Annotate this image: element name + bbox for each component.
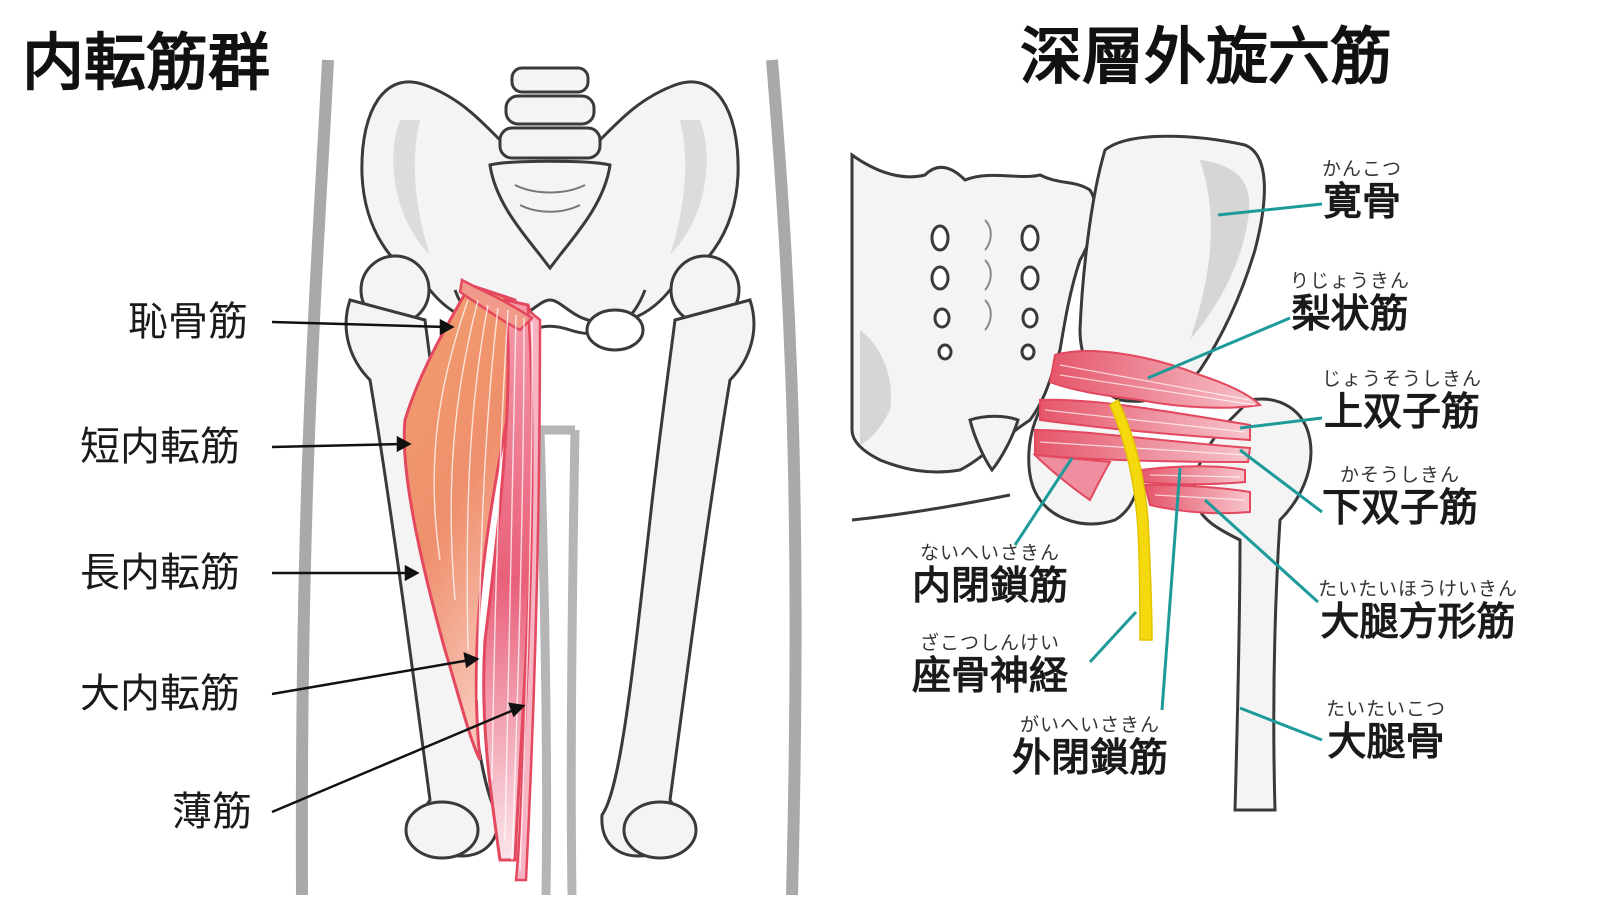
label-femur: たいたいこつ 大腿骨 [1326, 698, 1447, 765]
muscle-obturator-internus [1034, 428, 1252, 464]
ruby-gemellus-inferior: かそうしきん [1340, 464, 1461, 486]
label-obturator-internus: ないへいさきん 内閉鎖筋 [912, 542, 1069, 609]
ruby-ilium: かんこつ [1322, 158, 1403, 180]
pelvis-shadow-lower [860, 330, 891, 445]
sacral-foramina [930, 224, 1040, 361]
muscle-fibers [433, 299, 533, 871]
right-muscle-fibers [1039, 364, 1256, 501]
left-title: 内転筋群 [22, 26, 271, 99]
label-sciatic-nerve: ざこつしんけい 座骨神経 [912, 632, 1069, 699]
muscle-obturator-fan [1032, 453, 1112, 502]
text-quadratus-femoris: 大腿方形筋 [1320, 600, 1516, 645]
text-obturator-internus: 内閉鎖筋 [912, 564, 1069, 609]
label-adductor-longus: 長内転筋 [80, 550, 240, 596]
knee-right [622, 800, 698, 860]
right-title: 深層外旋六筋 [1020, 20, 1393, 93]
pelvis-shadow [393, 120, 430, 255]
ruby-gemellus-superior: じょうそうしきん [1322, 368, 1483, 390]
muscle-pectineus [458, 278, 534, 332]
label-quadratus-femoris: たいたいほうけいきん 大腿方形筋 [1318, 578, 1519, 645]
sciatic-nerve-band [1109, 398, 1153, 641]
label-ilium: かんこつ 寛骨 [1322, 158, 1403, 225]
label-adductor-brevis: 短内転筋 [80, 424, 240, 470]
label-gemellus-superior: じょうそうしきん 上双子筋 [1322, 368, 1483, 435]
ruby-quadratus-femoris: たいたいほうけいきん [1318, 578, 1519, 600]
body-silhouette-right [766, 59, 802, 896]
text-sciatic-nerve: 座骨神経 [912, 654, 1069, 699]
vertebra-3 [498, 126, 602, 160]
ruby-obturator-internus: ないへいさきん [920, 542, 1061, 564]
ruby-piriformis: りじょうきん [1290, 270, 1411, 292]
ruby-obturator-externus: がいへいさきん [1020, 714, 1161, 736]
muscle-gemellus-inferior [1139, 465, 1246, 486]
text-ilium: 寛骨 [1323, 180, 1402, 225]
muscle-quadratus-femoris [1143, 483, 1251, 515]
right-leader-lines [1013, 202, 1323, 742]
text-piriformis: 梨状筋 [1291, 292, 1409, 337]
ruby-sciatic-nerve: ざこつしんけい [920, 632, 1061, 654]
left-leader-lines [271, 318, 526, 814]
knee-left [404, 800, 480, 860]
inner-thigh-outline [535, 425, 580, 896]
muscle-gracilis [514, 307, 542, 882]
text-gemellus-inferior: 下双子筋 [1322, 486, 1479, 531]
text-obturator-externus: 外閉鎖筋 [1012, 736, 1169, 781]
ilium-shadow [1190, 160, 1250, 340]
vertebra-1 [510, 66, 590, 94]
body-silhouette-left [295, 59, 334, 896]
label-adductor-magnus: 大内転筋 [80, 671, 240, 717]
text-femur: 大腿骨 [1327, 720, 1445, 765]
label-gemellus-inferior: かそうしきん 下双子筋 [1322, 464, 1479, 531]
muscle-gemellus-superior [1039, 398, 1251, 442]
obturator-foramen-right [585, 308, 645, 352]
left-illustration [271, 59, 802, 896]
label-obturator-externus: がいへいさきん 外閉鎖筋 [1012, 714, 1169, 781]
coccyx [968, 414, 1020, 473]
vertebra-2 [504, 94, 596, 126]
label-gracilis: 薄筋 [172, 789, 252, 835]
ruby-femur: たいたいこつ [1326, 698, 1447, 720]
label-piriformis: りじょうきん 梨状筋 [1290, 270, 1411, 337]
right-illustration [850, 134, 1323, 812]
pelvis-shadow-right [670, 120, 707, 255]
femur-right [600, 298, 756, 858]
muscle-piriformis [1048, 350, 1263, 409]
text-gemellus-superior: 上双子筋 [1324, 390, 1481, 435]
label-pectineus: 恥骨筋 [128, 299, 248, 345]
